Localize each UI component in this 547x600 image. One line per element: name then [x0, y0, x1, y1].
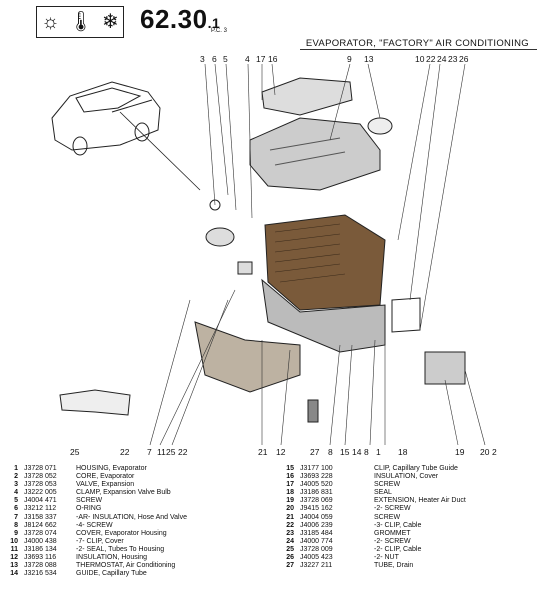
sun-icon: ☼ — [41, 11, 60, 33]
snowflake-icon: ❄ — [101, 11, 119, 33]
callout: 9 — [347, 54, 352, 64]
callouts-top: 3 6 5 4 17 16 9 13 10 22 24 23 26 — [200, 54, 469, 64]
callout: 11 — [157, 447, 166, 457]
page-number: 62.30.1 — [140, 4, 221, 34]
callout: 6 — [212, 54, 217, 64]
callout: 26 — [459, 54, 469, 64]
callouts-bottom: 25 22 7 11 25 22 21 12 27 8 15 14 8 1 18… — [70, 447, 497, 457]
callout: 22 — [178, 447, 188, 457]
callout: 24 — [437, 54, 447, 64]
callout: 16 — [268, 54, 278, 64]
leader-lines — [149, 63, 486, 446]
callout: 3 — [200, 54, 205, 64]
car-sketch — [51, 81, 161, 156]
callout: 13 — [364, 54, 374, 64]
thermometer-icon: 🌡 — [68, 11, 94, 33]
callout: 25 — [166, 447, 176, 457]
callout: 4 — [245, 54, 250, 64]
callout: 8 — [328, 447, 333, 457]
heater-duct-extension — [194, 321, 301, 393]
small-parts — [59, 199, 466, 423]
cover-assembly — [249, 77, 393, 191]
callout: 17 — [256, 54, 266, 64]
callout: 5 — [223, 54, 228, 64]
callout: 22 — [120, 447, 130, 457]
callout: 12 — [276, 447, 286, 457]
callout: 18 — [398, 447, 408, 457]
callout: 23 — [448, 54, 458, 64]
evaporator-core — [264, 214, 386, 311]
page-title: EVAPORATOR, "FACTORY" AIR CONDITIONING — [305, 38, 529, 49]
climate-icon-box: ☼ 🌡 ❄ — [36, 6, 124, 38]
page-sub: P.C. 3 — [211, 28, 227, 34]
callout: 27 — [310, 447, 320, 457]
callout: 1 — [376, 447, 381, 457]
callout: 22 — [426, 54, 436, 64]
callout: 7 — [147, 447, 152, 457]
callout: 8 — [364, 447, 369, 457]
callout: 10 — [415, 54, 425, 64]
exploded-diagram: 3 6 5 4 17 16 9 13 10 22 24 23 26 25 22 … — [51, 54, 497, 457]
callout: 21 — [258, 447, 268, 457]
callout: 14 — [352, 447, 362, 457]
callout: 2 — [492, 447, 497, 457]
title-rule — [300, 49, 537, 50]
callout: 25 — [70, 447, 80, 457]
callout: 19 — [455, 447, 465, 457]
callout: 15 — [340, 447, 350, 457]
callout: 20 — [480, 447, 490, 457]
